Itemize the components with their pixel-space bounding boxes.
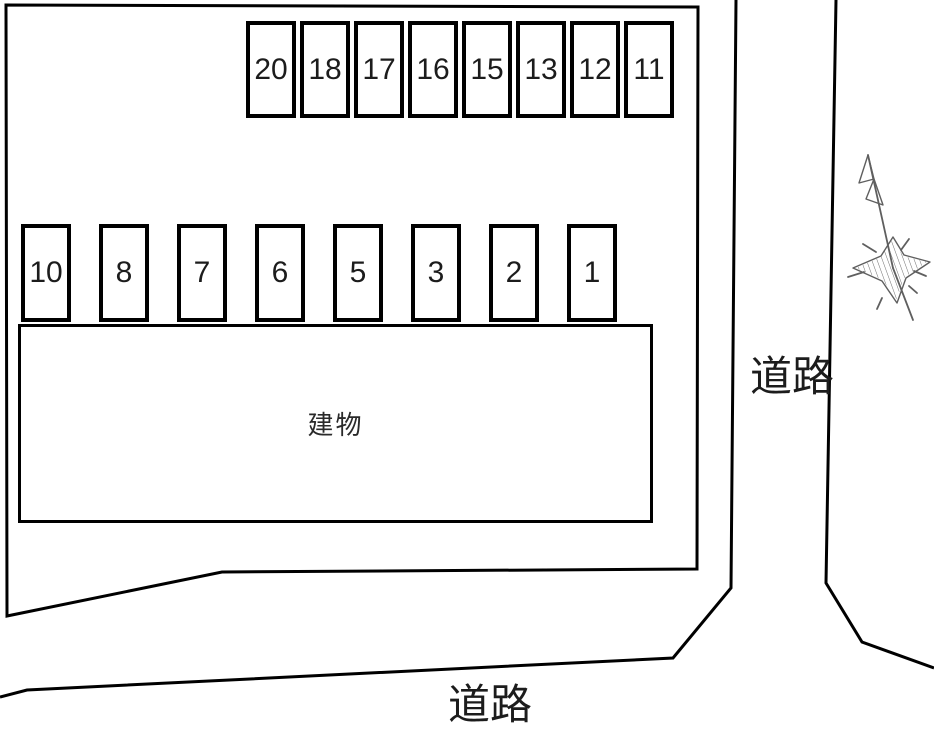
parking-space-number: 3 [427, 256, 445, 289]
parking-space-number: 15 [470, 52, 504, 86]
parking-space-3: 3 [411, 224, 461, 322]
parking-space-number: 11 [633, 52, 665, 86]
parking-space-number: 20 [254, 52, 288, 86]
parking-space-17: 17 [354, 21, 404, 118]
parking-space-6: 6 [255, 224, 305, 322]
parking-space-number: 1 [583, 256, 601, 289]
parking-space-number: 13 [524, 52, 558, 86]
parking-space-number: 2 [505, 256, 523, 289]
parking-space-12: 12 [570, 21, 620, 118]
parking-space-number: 16 [416, 52, 450, 86]
road-inner-edge-line [0, 0, 738, 699]
building-label: 建物 [307, 410, 364, 440]
parking-space-13: 13 [516, 21, 566, 118]
north-arrow-icon [847, 154, 931, 321]
parking-space-number: 6 [271, 256, 289, 289]
road-label-right: 道路 [749, 353, 834, 400]
parking-space-8: 8 [99, 224, 149, 322]
parking-space-number: 7 [193, 256, 211, 289]
building-outline: 建物 [18, 324, 653, 523]
parking-space-number: 18 [308, 52, 342, 86]
parking-space-20: 20 [246, 21, 296, 118]
parking-space-11: 11 [624, 21, 674, 118]
road-outer-edge-line [824, 0, 934, 670]
parking-space-number: 12 [578, 52, 612, 86]
parking-space-7: 7 [177, 224, 227, 322]
parking-space-2: 2 [489, 224, 539, 322]
parking-space-16: 16 [408, 21, 458, 118]
parking-space-number: 5 [349, 256, 367, 289]
parking-row-middle: 10 8 7 6 5 3 2 1 [21, 224, 617, 322]
parking-space-number: 10 [29, 256, 63, 289]
parking-space-5: 5 [333, 224, 383, 322]
parking-space-number: 8 [115, 256, 133, 289]
parking-space-number: 17 [362, 52, 396, 86]
parking-space-10: 10 [21, 224, 71, 322]
parking-space-15: 15 [462, 21, 512, 118]
property-boundary-line [4, 3, 700, 618]
road-label-bottom: 道路 [447, 681, 532, 728]
parking-space-1: 1 [567, 224, 617, 322]
parking-space-18: 18 [300, 21, 350, 118]
parking-row-top: 20 18 17 16 15 13 12 11 [246, 21, 674, 118]
